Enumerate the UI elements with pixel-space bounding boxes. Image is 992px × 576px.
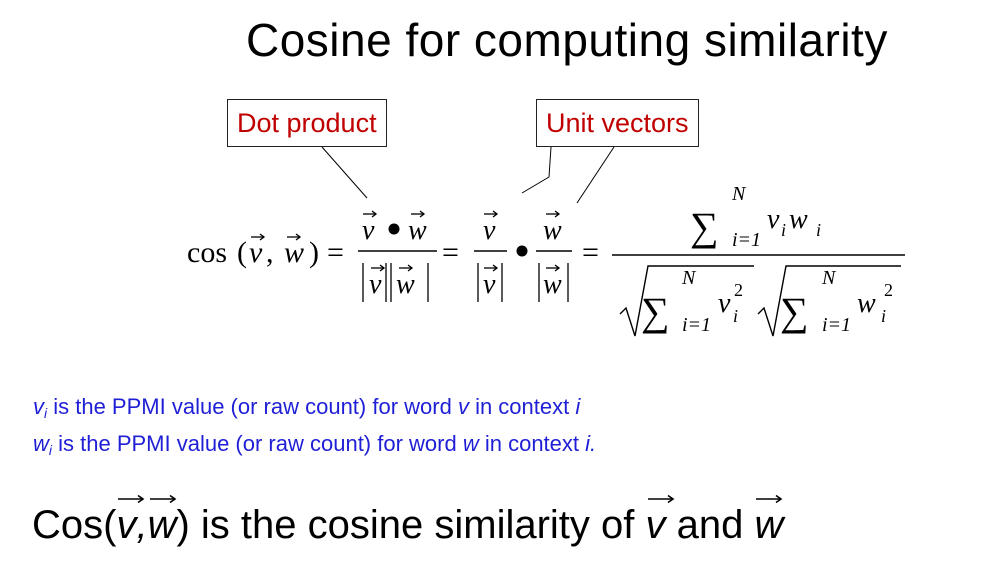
frac1-num-v: v — [362, 215, 375, 246]
den2-sum: ∑ — [780, 289, 809, 334]
frac2-den-v: v — [483, 269, 496, 300]
leader-dot-product — [321, 146, 368, 199]
bottom-vec-v1: v — [116, 494, 145, 550]
leader-unit-vectors-a — [521, 146, 552, 194]
num-w: w — [789, 204, 808, 235]
note-w-ctx: i. — [585, 431, 597, 456]
note-v-definition: vi is the PPMI value (or raw count) for … — [33, 393, 580, 421]
close-paren: ) — [309, 236, 319, 269]
den2-w: w — [857, 288, 876, 319]
note-w-text1: is the PPMI value (or raw count) for wor… — [52, 431, 463, 456]
den1-v-sq: 2 — [734, 280, 743, 300]
note-v-sub: i — [44, 405, 48, 421]
callout-dot-product: Dot product — [227, 99, 387, 147]
vector-arrow-icon — [149, 494, 176, 504]
bottom-prefix: Cos( — [32, 503, 117, 547]
open-paren: ( — [237, 236, 247, 269]
unit-dot — [516, 245, 528, 257]
frac2-num-v: v — [483, 215, 496, 246]
leader-unit-vectors-b — [576, 146, 615, 204]
note-v-symbol: v — [33, 394, 44, 419]
callout-unit-vectors: Unit vectors — [536, 99, 699, 147]
frac1-den-v: v — [369, 269, 382, 300]
vector-arrow-icon — [118, 494, 145, 504]
bottom-vec-w1: w — [148, 494, 176, 550]
den1-v-sub: i — [733, 306, 738, 326]
bottom-and: and — [665, 503, 755, 547]
den2-w-sq: 2 — [884, 280, 893, 300]
bottom-statement: Cos(v,w) is the cosine similarity of v a… — [32, 494, 783, 550]
note-w-word: w — [462, 431, 479, 456]
frac1-num-w: w — [408, 215, 427, 246]
equals-3: = — [582, 236, 599, 269]
formula-svg: cos ( v , w ) = v w v w = v — [187, 146, 905, 337]
equals-2: = — [442, 236, 459, 269]
note-w-sub: i — [48, 442, 53, 458]
note-w-symbol: w — [33, 431, 49, 456]
vector-arrow-icon — [756, 494, 783, 504]
bottom-vec-v2: v — [646, 494, 674, 550]
bottom-comma: , — [136, 503, 148, 547]
cos-comma: , — [266, 236, 274, 269]
note-v-word: v — [457, 394, 469, 419]
num-v: v — [767, 204, 780, 235]
den2-sum-lower: i=1 — [822, 314, 851, 336]
num-v-sub: i — [781, 220, 786, 240]
slide-title: Cosine for computing similarity — [246, 14, 888, 66]
frac1-dot — [388, 223, 400, 235]
note-w-text2: in context — [478, 431, 586, 456]
frac1-den-w: w — [396, 269, 415, 300]
sqrt-1 — [619, 265, 754, 337]
bottom-vec-w2: w — [754, 494, 783, 550]
cos-v: v — [249, 236, 263, 269]
bottom-suffix: ) is the cosine similarity of — [176, 503, 646, 547]
den1-sum-lower: i=1 — [682, 314, 711, 336]
num-sum-lower: i=1 — [732, 229, 761, 251]
frac3-num-w: w — [543, 215, 562, 246]
den2-sum-upper: N — [821, 267, 837, 289]
note-w-definition: wi is the PPMI value (or raw count) for … — [33, 430, 596, 458]
num-sum-upper: N — [731, 183, 747, 205]
den1-sum-upper: N — [681, 267, 697, 289]
cos-w: w — [284, 236, 304, 269]
den1-v: v — [718, 288, 731, 319]
note-v-text2: in context — [468, 394, 576, 419]
sqrt-2 — [757, 265, 901, 337]
equals-1: = — [327, 236, 344, 269]
den2-w-sub: i — [881, 306, 886, 326]
note-v-ctx: i — [575, 394, 581, 419]
vector-arrow-icon — [647, 494, 674, 504]
cos-label: cos — [187, 236, 227, 269]
num-w-sub: i — [816, 220, 821, 240]
note-v-text1: is the PPMI value (or raw count) for wor… — [47, 394, 458, 419]
num-sum: ∑ — [690, 204, 719, 249]
frac3-den-w: w — [543, 269, 562, 300]
den1-sum: ∑ — [641, 289, 670, 334]
